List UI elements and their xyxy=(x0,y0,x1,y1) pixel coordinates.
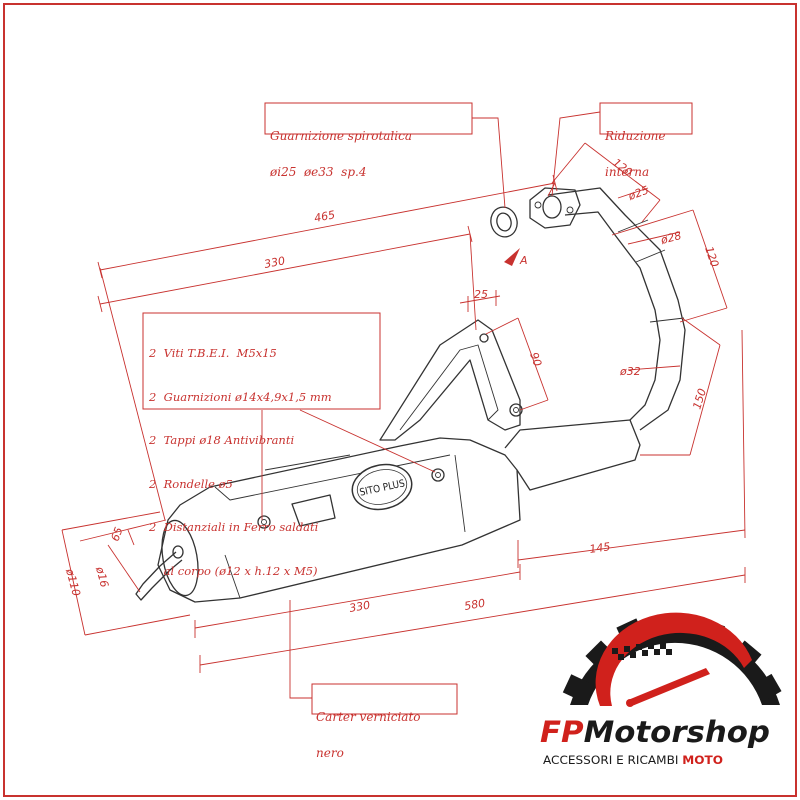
parts-list: 2 Viti T.B.E.I. M5x15 2 Guarnizioni ø14x… xyxy=(149,317,332,593)
heat-shield-window xyxy=(291,494,336,527)
header-pipe-inner xyxy=(564,211,661,421)
bracket-hole-lower xyxy=(509,403,523,417)
spiral-gasket xyxy=(490,206,518,238)
header-band-1 xyxy=(617,219,649,233)
carter-label: Carter verniciato nero xyxy=(316,687,421,771)
dim-65: 65 xyxy=(109,525,126,543)
gasket-label-line1: Guarnizione spirotalica xyxy=(270,129,412,143)
parts-label-box xyxy=(142,312,381,410)
exhaust-flange xyxy=(529,187,581,229)
speedometer-arc xyxy=(595,612,752,706)
logo-wordmark: FPMotorshop xyxy=(540,715,770,749)
heat-shield-slot xyxy=(264,454,351,471)
logo-fp: FP xyxy=(540,715,584,749)
carter-label-line1: Carter verniciato xyxy=(316,710,421,724)
gasket-label-line2: øi25 øe33 sp.4 xyxy=(270,165,367,179)
dim-120-right: 120 xyxy=(702,245,721,269)
body-bolt-lower xyxy=(257,515,271,529)
bracket-hole-top xyxy=(479,333,489,343)
dim-150: 150 xyxy=(690,387,709,411)
reduction-label-line2: interna xyxy=(605,165,650,179)
view-a-arrow: A xyxy=(504,248,528,267)
parts-list-item: 2 Guarnizioni ø14x4,9x1,5 mm xyxy=(149,389,332,404)
header-band-3 xyxy=(649,317,685,323)
silencer-seam-lower xyxy=(224,554,241,599)
header-pipe-outer xyxy=(547,187,686,431)
sito-plus-badge: SITO PLUS xyxy=(351,463,413,511)
speedometer-needle xyxy=(628,668,710,706)
tailpipe-opening xyxy=(172,545,184,559)
silencer-cone xyxy=(504,419,641,491)
dim-phi28: ø28 xyxy=(658,229,682,247)
dim-580: 580 xyxy=(463,597,486,613)
dim-465: 465 xyxy=(313,208,336,225)
carter-label-line2: nero xyxy=(316,746,344,760)
page-border xyxy=(3,3,797,797)
svg-text:A: A xyxy=(519,254,528,267)
flange-port xyxy=(542,195,562,219)
dim-phi32: ø32 xyxy=(619,365,641,378)
header-band-2 xyxy=(635,249,666,263)
mounting-bracket xyxy=(379,319,521,441)
dimension-lines xyxy=(61,111,746,699)
checkered-flag-icon xyxy=(612,643,672,660)
label-boxes xyxy=(142,102,693,715)
dim-phi110: ø110 xyxy=(63,566,83,597)
dim-330-top: 330 xyxy=(263,254,286,271)
body-bolt xyxy=(431,468,445,482)
reduction-label-line1: Riduzione xyxy=(605,129,666,143)
parts-list-item: 2 Rondelle ø5 xyxy=(149,476,233,491)
parts-list-item: al corpo (ø12 x h.12 x M5) xyxy=(149,563,318,578)
silencer-end-cap xyxy=(161,519,199,597)
exhaust-assembly xyxy=(135,187,686,603)
gasket-label-box xyxy=(264,102,473,135)
logo-tagline: ACCESSORI E RICAMBI MOTO xyxy=(543,753,723,767)
parts-list-item: 2 Distanziali in Ferro saldati xyxy=(149,520,319,534)
dim-25: 25 xyxy=(474,288,488,301)
dim-330-bottom: 330 xyxy=(348,599,371,615)
tail-pipe xyxy=(135,551,183,601)
reduction-label: Riduzione interna xyxy=(605,106,666,190)
carter-label-box xyxy=(311,683,458,715)
parts-list-item: 2 Viti T.B.E.I. M5x15 xyxy=(149,346,277,360)
dim-145: 145 xyxy=(589,540,612,556)
logo-tagline-main: ACCESSORI E RICAMBI xyxy=(543,753,682,767)
dim-90: 90 xyxy=(527,351,544,369)
logo-tagline-moto: MOTO xyxy=(682,753,723,767)
silencer-band xyxy=(454,454,466,533)
fp-motorshop-logo: FPMotorshop ACCESSORI E RICAMBI MOTO xyxy=(540,612,782,767)
parts-list-item: 2 Tappi ø18 Antivibranti xyxy=(149,433,295,447)
dim-phi16: ø16 xyxy=(93,564,111,588)
gasket-label: Guarnizione spirotalica øi25 øe33 sp.4 xyxy=(270,106,412,190)
reduction-label-box xyxy=(599,102,693,135)
logo-motorshop: Motorshop xyxy=(584,715,770,749)
